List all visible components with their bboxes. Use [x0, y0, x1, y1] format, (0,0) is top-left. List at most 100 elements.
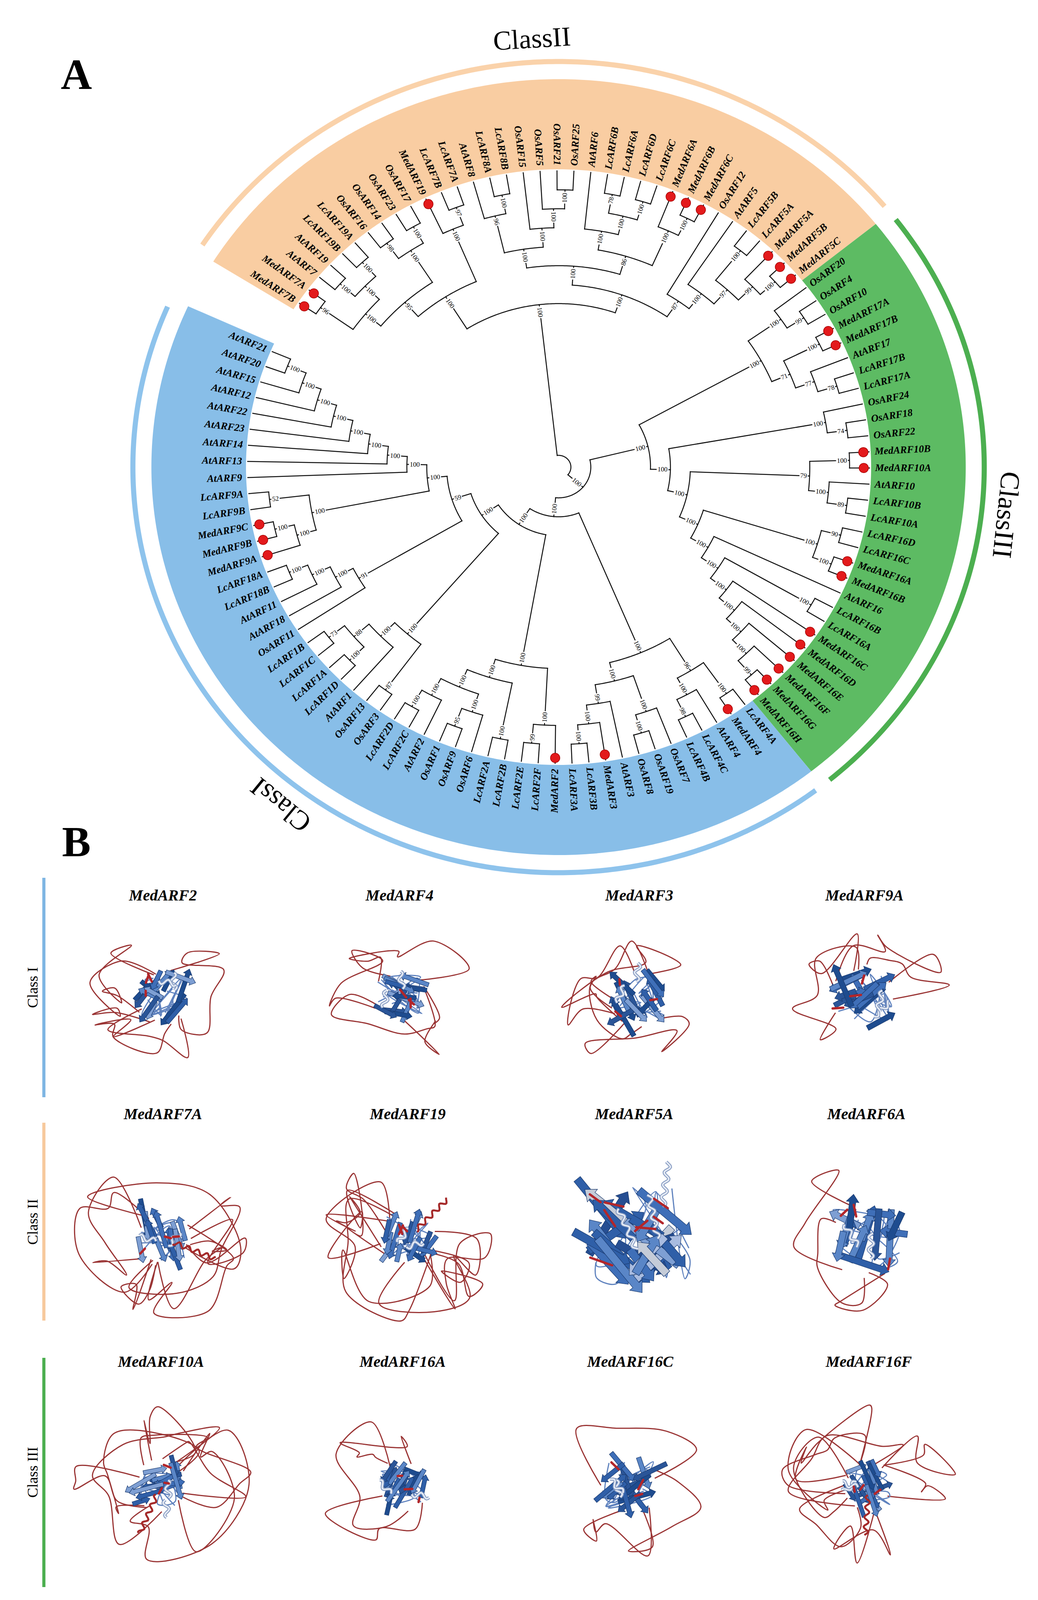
tree-branch-arc: [834, 378, 840, 394]
tree-branch-arc: [466, 303, 616, 329]
protein-name: MedARF16F: [825, 1353, 912, 1369]
bootstrap-value: 99: [593, 692, 602, 702]
tree-branch-arc: [848, 452, 850, 469]
red-segment: [638, 1479, 644, 1489]
protein-loop: [326, 1180, 433, 1303]
tree-branch-arc: [556, 455, 571, 475]
bootstrap-value: 100: [469, 697, 480, 711]
bootstrap-value: 100: [614, 295, 625, 309]
bootstrap-value: 100: [429, 681, 442, 695]
helix: [661, 1161, 671, 1207]
leaf-label: OsARF9: [435, 749, 459, 788]
helix: [876, 990, 884, 1012]
red-marker-dot: [805, 626, 815, 637]
leaf-label: OsARF21: [551, 123, 563, 166]
leaf-label: MedARF9C: [197, 521, 250, 541]
tree-branch: [506, 175, 510, 194]
protein-structure: [792, 933, 950, 1040]
bootstrap-value: 100: [734, 641, 748, 655]
leaf-label: AtARF10: [874, 479, 916, 492]
bootstrap-value: 100: [574, 729, 583, 742]
helix-outline: [406, 1241, 424, 1249]
red-segment: [589, 1193, 601, 1202]
tree-branch-arc: [808, 461, 810, 491]
tree-branch: [523, 172, 530, 230]
tree-branch: [690, 471, 810, 476]
bootstrap-value: 100: [672, 488, 686, 498]
bootstrap-value: 100: [570, 475, 584, 489]
protein-structure: [561, 940, 690, 1054]
red-segment: [418, 1497, 420, 1502]
tree-branch-arc: [542, 208, 565, 210]
bootstrap-value: 100: [607, 666, 618, 680]
beta-strand: [135, 993, 162, 1025]
protein-name: MedARF6A: [827, 1105, 906, 1122]
red-segment: [874, 1488, 881, 1494]
protein-loop: [148, 1224, 234, 1318]
beta-strand: [398, 970, 430, 989]
tree-branch-arc: [367, 434, 371, 454]
class-row-bar: [42, 1357, 46, 1587]
tree-branch: [687, 221, 733, 284]
tree-branch: [318, 643, 334, 656]
bootstrap-value: 91: [358, 569, 370, 580]
helix: [615, 985, 625, 1003]
bootstrap-value: 100: [721, 598, 736, 612]
red-marker-dot: [775, 262, 785, 272]
bootstrap-value: 100: [638, 697, 649, 711]
red-marker-dot: [262, 550, 273, 560]
red-marker-dot: [858, 462, 869, 473]
tree-branch: [366, 685, 379, 700]
beta-strand: [403, 1234, 424, 1263]
tree-branch: [714, 536, 841, 593]
helix-outline: [876, 990, 884, 1012]
class-band: [752, 223, 966, 771]
tree-branch: [298, 587, 366, 630]
bootstrap-value: 100: [457, 672, 469, 687]
bootstrap-value: 100: [481, 504, 496, 517]
beta-strand: [639, 966, 668, 1000]
tree-branch: [584, 172, 591, 229]
bootstrap-value: 99: [793, 315, 804, 326]
leaf-label: LcARF3B: [584, 766, 599, 811]
tree-branch: [358, 520, 462, 578]
tree-branch: [248, 491, 269, 494]
bootstrap-value: 100: [339, 282, 353, 295]
bootstrap-value: 100: [690, 292, 703, 307]
tree-branch: [455, 728, 463, 747]
red-marker-dot: [773, 663, 784, 673]
tree-branch: [471, 714, 483, 752]
tree-branch: [473, 182, 485, 219]
bootstrap-value: 100: [444, 296, 456, 310]
bootstrap-value: 100: [635, 202, 646, 216]
beta-strand: [862, 1482, 881, 1518]
leaf-label: LcARF17A: [862, 369, 912, 392]
protein-structure: [575, 1424, 701, 1556]
leaf-label: OsARF5: [532, 128, 545, 167]
red-segment: [144, 990, 147, 996]
helix-outline: [381, 989, 388, 1008]
protein-name: MedARF10A: [117, 1353, 205, 1369]
red-marker-dot: [258, 535, 268, 545]
red-marker-dot: [762, 674, 772, 684]
tree-branch-arc: [533, 723, 556, 726]
tree-branch-arc: [273, 521, 277, 537]
leaf-label: LcARF2B: [490, 763, 509, 808]
red-marker-dot: [600, 749, 610, 759]
protein-loop: [128, 1196, 241, 1294]
bootstrap-value: 96: [682, 660, 693, 671]
tree-branch: [504, 739, 509, 759]
bootstrap-value: 100: [569, 267, 577, 281]
helix-outline: [661, 1161, 671, 1207]
tree-branch-arc: [529, 227, 554, 230]
red-marker-dot: [784, 651, 795, 662]
tree-branch: [439, 723, 448, 741]
class-label: ClassII: [491, 22, 572, 55]
tree-branch: [410, 206, 421, 224]
helix-outline: [609, 1478, 624, 1493]
helix: [617, 1207, 639, 1249]
tree-branch: [252, 413, 331, 427]
beta-strand: [164, 967, 198, 987]
tree-branch: [342, 253, 357, 268]
class-band: [151, 305, 812, 855]
